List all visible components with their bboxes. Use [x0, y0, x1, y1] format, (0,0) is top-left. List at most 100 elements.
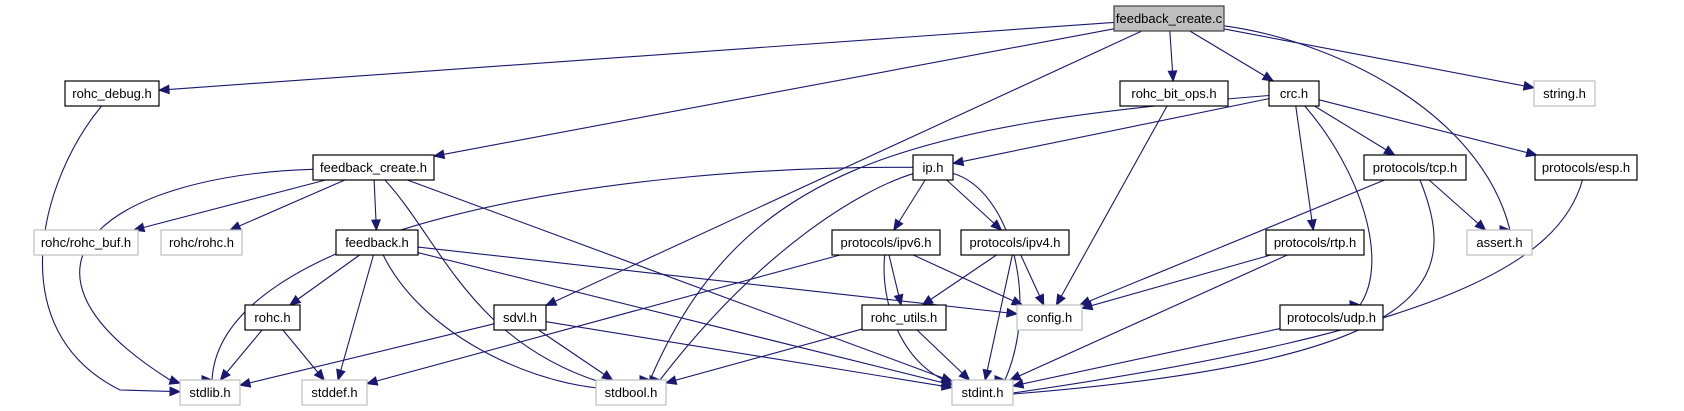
node-label: protocols/esp.h: [1542, 160, 1630, 175]
node-label: ip.h: [923, 160, 944, 175]
edge-line: [1295, 105, 1314, 231]
node-feedback-create-c[interactable]: feedback_create.c: [1113, 5, 1225, 32]
edge-feedback-create-c-to-string-h: [1223, 28, 1536, 91]
node-protocols-udp-h[interactable]: protocols/udp.h: [1279, 304, 1384, 331]
node-rohc-h[interactable]: rohc.h: [244, 304, 301, 331]
arrowhead-icon: [951, 156, 965, 167]
node-box[interactable]: [1265, 229, 1365, 256]
edge-protocols-udp-h-to-stdint-h: [1011, 328, 1281, 389]
arrowhead-icon: [168, 375, 182, 385]
arrowhead-icon: [1011, 378, 1025, 389]
edge-line: [1012, 328, 1281, 387]
edge-line: [913, 254, 1023, 306]
edge-feedback-create-c-to-rohc-debug-h: [157, 21, 1115, 95]
node-feedback-h[interactable]: feedback.h: [335, 229, 419, 256]
edge-protocols-ipv4-h-to-config-h: [1020, 254, 1045, 307]
node-rohc-utils-h[interactable]: rohc_utils.h: [861, 304, 947, 331]
arrowhead-icon: [893, 218, 904, 232]
arrowhead-icon: [365, 376, 379, 386]
node-rohc-bit-ops-h[interactable]: rohc_bit_ops.h: [1119, 80, 1229, 107]
node-box[interactable]: [1113, 5, 1225, 32]
node-protocols-ipv4-h[interactable]: protocols/ipv4.h: [960, 229, 1070, 256]
node-label: config.h: [1027, 310, 1073, 325]
edge-feedback-create-h-to-feedback-h: [370, 179, 381, 232]
arrowhead-icon: [544, 296, 558, 307]
node-box[interactable]: [312, 154, 435, 181]
edge-line: [133, 179, 326, 231]
node-protocols-esp-h[interactable]: protocols/esp.h: [1534, 154, 1638, 181]
node-stdint-h: stdint.h: [951, 379, 1014, 406]
node-label: protocols/udp.h: [1287, 310, 1376, 325]
edge-line: [1304, 105, 1373, 306]
edge-feedback-create-h-to-stdbool-h: [384, 179, 608, 389]
node-box[interactable]: [1279, 304, 1384, 331]
arrowhead-icon: [238, 377, 252, 388]
node-box[interactable]: [912, 154, 954, 181]
arrowhead-icon: [1080, 300, 1094, 311]
node-sdvl-h[interactable]: sdvl.h: [493, 304, 547, 331]
arrowhead-icon: [1525, 147, 1538, 158]
node-label: stdlib.h: [189, 385, 230, 400]
edge-line: [1189, 30, 1274, 82]
node-label: string.h: [1543, 86, 1586, 101]
edge-feedback-create-h-to-stdint-h: [407, 179, 954, 383]
node-crc-h[interactable]: crc.h: [1268, 80, 1320, 107]
node-box[interactable]: [335, 229, 419, 256]
node-box: [595, 379, 667, 406]
edge-line: [407, 179, 953, 382]
edge-feedback-h-to-rohc-h: [288, 254, 360, 306]
edge-rohc-utils-h-to-stdbool-h: [664, 328, 863, 385]
node-box[interactable]: [244, 304, 301, 331]
edge-line: [433, 28, 1115, 157]
node-box[interactable]: [493, 304, 547, 331]
edge-line: [219, 329, 263, 381]
node-label: stdint.h: [962, 385, 1004, 400]
node-box[interactable]: [1268, 80, 1320, 107]
edge-line: [952, 98, 1270, 164]
node-box[interactable]: [861, 304, 947, 331]
edge-line: [1223, 25, 1511, 231]
node-label: feedback.h: [345, 235, 409, 250]
edge-line: [1428, 179, 1486, 231]
node-assert-h: assert.h: [1466, 229, 1533, 256]
edge-line: [282, 329, 325, 381]
node-rohc-rohc-h: rohc/rohc.h: [160, 229, 243, 256]
node-protocols-tcp-h[interactable]: protocols/tcp.h: [1363, 154, 1467, 181]
node-box[interactable]: [64, 80, 160, 107]
edge-line: [1012, 179, 1584, 394]
node-stdlib-h: stdlib.h: [179, 379, 241, 406]
edge-feedback-create-h-to-rohc-rohc-h: [228, 179, 346, 231]
node-label: stdbool.h: [605, 385, 658, 400]
node-protocols-rtp-h[interactable]: protocols/rtp.h: [1265, 229, 1365, 256]
node-protocols-ipv6-h[interactable]: protocols/ipv6.h: [831, 229, 941, 256]
arrowhead-icon: [313, 368, 325, 381]
edge-line: [545, 321, 953, 389]
edge-line: [79, 168, 314, 384]
node-box[interactable]: [1363, 154, 1467, 181]
edge-feedback-create-c-to-assert-h: [1223, 25, 1512, 235]
edge-line: [384, 179, 601, 383]
edge-line: [952, 172, 1021, 381]
arrowhead-icon: [1009, 371, 1022, 381]
node-box[interactable]: [831, 229, 941, 256]
arrowhead-icon: [432, 149, 446, 160]
node-label: protocols/ipv6.h: [840, 235, 931, 250]
edge-protocols-rtp-h-to-stdint-h: [1009, 254, 1288, 381]
edges-layer: [42, 21, 1584, 399]
node-box[interactable]: [1119, 80, 1229, 107]
node-ip-h[interactable]: ip.h: [912, 154, 954, 181]
arrowhead-icon: [1010, 296, 1024, 306]
node-feedback-create-h[interactable]: feedback_create.h: [312, 154, 435, 181]
edge-line: [158, 21, 1115, 91]
arrowhead-icon: [228, 221, 242, 231]
node-box[interactable]: [960, 229, 1070, 256]
node-rohc-debug-h[interactable]: rohc_debug.h: [64, 80, 160, 107]
edge-protocols-esp-h-to-stdint-h: [1002, 179, 1584, 398]
edge-feedback-create-c-to-crc-h: [1189, 30, 1275, 82]
edge-feedback-create-h-to-stdlib-h: [79, 168, 314, 385]
arrowhead-icon: [958, 369, 971, 381]
node-box[interactable]: [1534, 154, 1638, 181]
edge-line: [417, 246, 1018, 315]
node-label: rohc_debug.h: [72, 86, 152, 101]
edge-feedback-create-c-to-feedback-create-h: [432, 28, 1115, 160]
